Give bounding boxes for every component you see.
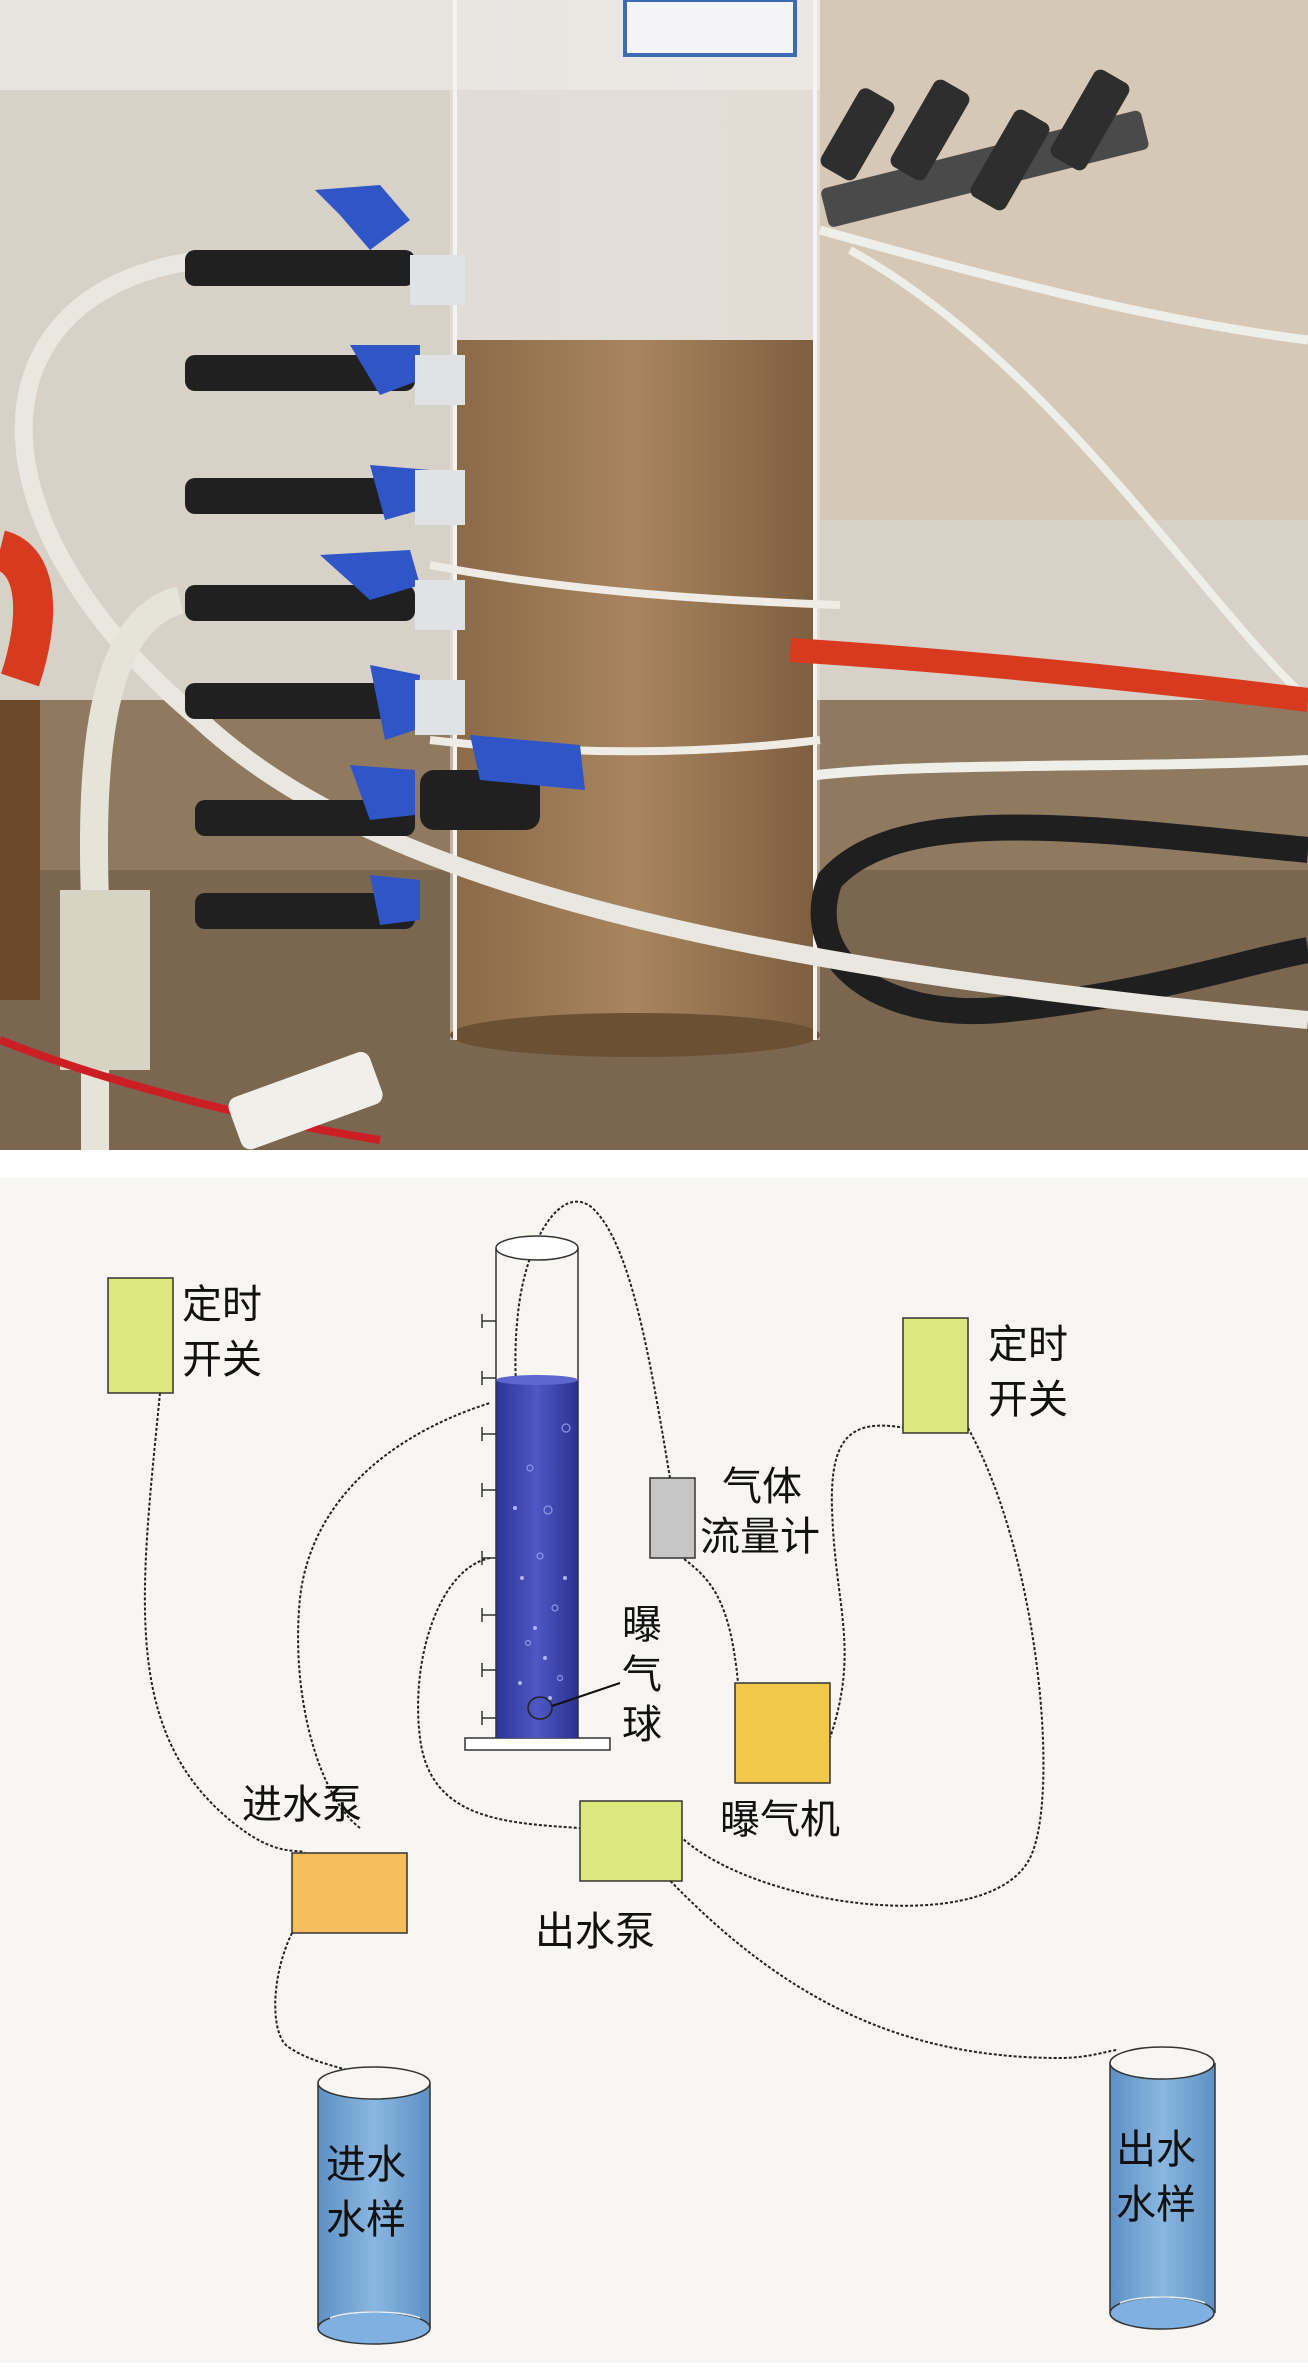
inlet-pump-label: 进水泵 bbox=[242, 1782, 362, 1828]
outlet-pump bbox=[579, 1800, 683, 1882]
wire-outlet-pump-to-sample bbox=[659, 1869, 1119, 2060]
column-ports bbox=[481, 1314, 496, 1725]
timer-switch-left bbox=[107, 1277, 174, 1394]
column-top bbox=[495, 1235, 579, 1261]
inlet-sample-bottle bbox=[317, 2066, 431, 2345]
column-liquid bbox=[496, 1380, 578, 1738]
inlet-sample-label-2: 水样 bbox=[326, 2197, 406, 2243]
timer-switch-right-label-1: 定时 bbox=[988, 1322, 1068, 1368]
aeration-ball-label-3: 球 bbox=[622, 1702, 662, 1748]
reactor-photo bbox=[0, 0, 1308, 1150]
process-schematic: 定时 开关 bbox=[0, 1178, 1308, 2363]
column-base bbox=[464, 1737, 611, 1751]
timer-switch-right-label-2: 开关 bbox=[988, 1377, 1068, 1423]
inlet-pump bbox=[291, 1852, 408, 1934]
wire-column-to-outlet-pump bbox=[417, 1557, 581, 1829]
wire-inlet-pump-to-sample bbox=[274, 1932, 376, 2084]
timer-switch-right bbox=[902, 1317, 969, 1434]
aeration-ball-label-1: 曝 bbox=[622, 1602, 662, 1648]
outlet-sample-label-1: 出水 bbox=[1116, 2127, 1196, 2173]
reactor-column bbox=[464, 1235, 611, 1751]
gas-flowmeter-label-1: 气体 bbox=[722, 1464, 802, 1510]
timer-switch-left-label-2: 开关 bbox=[182, 1337, 262, 1383]
wire-flowmeter-to-aeration-ball bbox=[514, 1200, 671, 1649]
wire-flowmeter-to-aerator bbox=[679, 1555, 739, 1684]
wire-timer-to-aerator bbox=[829, 1424, 906, 1739]
inlet-sample-label-1: 进水 bbox=[326, 2142, 406, 2188]
aerator bbox=[734, 1682, 831, 1784]
outlet-sample-label-2: 水样 bbox=[1116, 2182, 1196, 2228]
aeration-ball-pointer bbox=[551, 1682, 621, 1707]
timer-switch-left-label-1: 定时 bbox=[182, 1282, 262, 1328]
gas-flowmeter-label-2: 流量计 bbox=[700, 1514, 820, 1560]
bubble-dots bbox=[513, 1506, 567, 1700]
wire-inlet-pump-to-column bbox=[297, 1402, 491, 1829]
bubbles bbox=[524, 1423, 571, 1682]
process-schematic-drawing: 定时 开关 bbox=[107, 1200, 1216, 2345]
aerator-label: 曝气机 bbox=[720, 1797, 840, 1843]
gas-flowmeter bbox=[649, 1477, 696, 1559]
aeration-ball bbox=[527, 1696, 553, 1720]
outlet-pump-label: 出水泵 bbox=[535, 1909, 655, 1955]
aeration-ball-label-2: 气 bbox=[622, 1652, 662, 1698]
reactor-photo-drawing bbox=[0, 0, 1308, 1150]
wire-timer-to-outlet-pump bbox=[681, 1427, 1045, 1907]
outlet-sample-bottle bbox=[1109, 2046, 1216, 2330]
wire-timer-to-inlet-pump bbox=[143, 1392, 306, 1854]
